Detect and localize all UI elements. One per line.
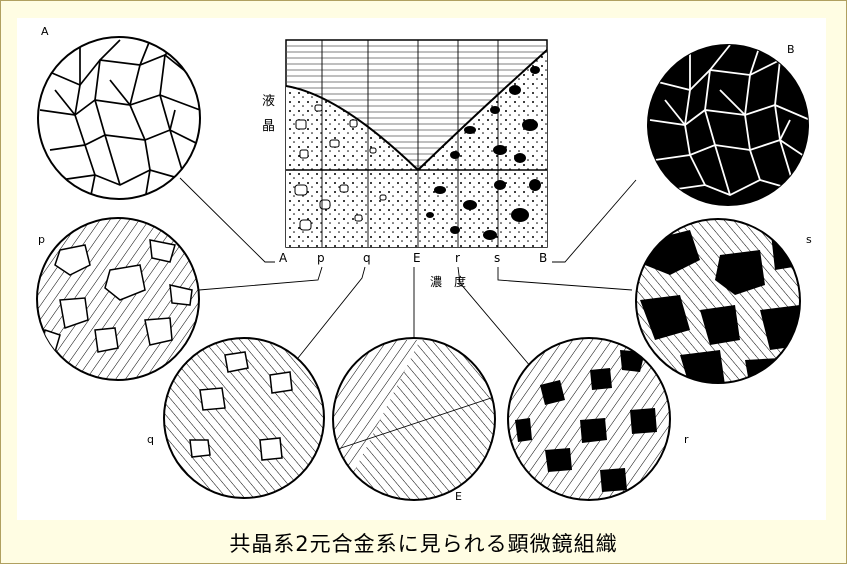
axis-label-B: B [539,251,547,265]
micro-label-q: q [147,433,154,446]
micro-label-A: A [41,25,49,38]
axis-title-concentration: 濃 度 [430,274,466,289]
y-label-2: 晶 [262,119,275,134]
axis-label-A: A [279,251,288,265]
axis-label-s: s [494,251,500,265]
y-label-1: 液 [262,94,275,109]
micro-label-r: r [684,433,689,446]
micro-label-E: E [455,490,462,503]
micrograph-q: q [147,335,330,505]
axis-label-E: E [413,251,421,265]
axis-label-r: r [455,251,460,265]
micrograph-p: p [30,210,210,390]
micro-label-s: s [806,233,812,246]
micro-label-p: p [38,233,45,246]
figure-caption: 共晶系2元合金系に見られる顕微鏡組織 [0,528,847,558]
micro-label-B: B [787,43,795,56]
micrograph-B: B [648,43,810,205]
micrograph-E: E [330,338,500,503]
axis-label-q: q [363,251,371,265]
micrograph-s: s [630,215,812,395]
axis-label-p: p [317,251,325,265]
phase-chart: 液 晶 A p q E r s B 濃 度 [262,40,547,289]
micrograph-A: A [38,25,200,200]
